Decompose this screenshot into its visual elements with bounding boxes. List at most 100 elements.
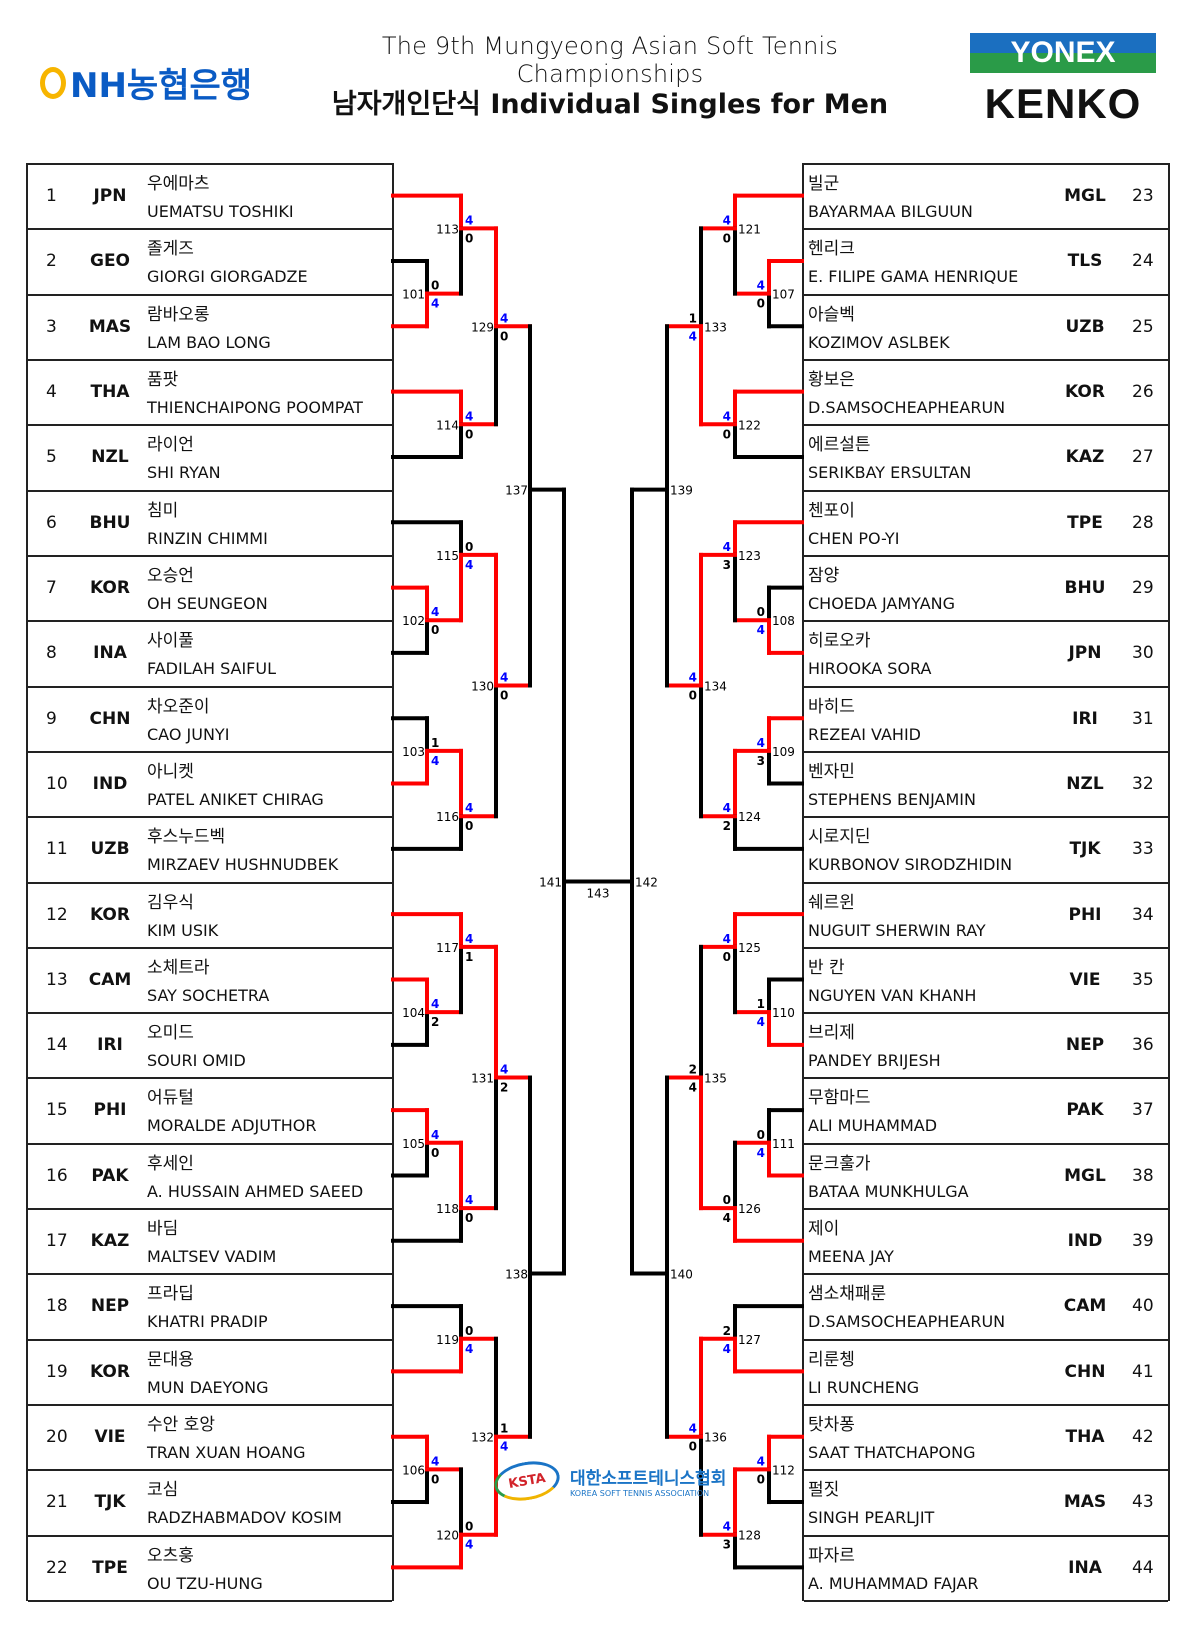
country-code: KOR bbox=[90, 577, 130, 598]
match-number: 104 bbox=[402, 1006, 425, 1020]
match-number: 134 bbox=[704, 680, 727, 694]
match-score: 4 bbox=[500, 671, 508, 685]
player-name-kr: 히로오카 bbox=[808, 631, 871, 652]
match-score: 0 bbox=[500, 689, 508, 703]
country-code: IRI bbox=[97, 1035, 123, 1056]
match-number: 141 bbox=[539, 876, 562, 890]
player-name-en: D.SAMSOCHEAPHEARUN bbox=[808, 397, 1006, 417]
match-number: 124 bbox=[738, 810, 761, 824]
match-score: 4 bbox=[757, 623, 765, 637]
country-code: MGL bbox=[1064, 186, 1106, 206]
seed-number: 35 bbox=[1132, 969, 1154, 990]
match-score: 0 bbox=[723, 231, 731, 245]
player-name-kr: 오미드 bbox=[147, 1023, 194, 1044]
country-code: JPN bbox=[93, 186, 127, 206]
seed-number: 8 bbox=[46, 643, 57, 664]
match-score: 4 bbox=[431, 1128, 439, 1142]
match-score: 4 bbox=[465, 1193, 473, 1207]
player-name-en: NGUYEN VAN KHANH bbox=[808, 985, 977, 1005]
match-number: 138 bbox=[505, 1267, 528, 1281]
match-number: 127 bbox=[738, 1333, 761, 1347]
player-name-en: OH SEUNGEON bbox=[147, 593, 268, 613]
seed-number: 22 bbox=[46, 1557, 68, 1578]
country-code: VIE bbox=[94, 1427, 126, 1448]
player-name-en: A. MUHAMMAD FAJAR bbox=[808, 1573, 979, 1593]
seed-number: 37 bbox=[1132, 1100, 1154, 1121]
match-score: 2 bbox=[689, 1062, 697, 1076]
match-number: 128 bbox=[738, 1529, 761, 1543]
country-code: NEP bbox=[90, 1296, 130, 1317]
player-name-kr: 우에마츠 bbox=[147, 174, 210, 194]
seed-number: 31 bbox=[1132, 708, 1154, 729]
nh-logo-text: NH농협은행 bbox=[70, 66, 253, 106]
seed-number: 40 bbox=[1132, 1296, 1154, 1317]
seed-number: 3 bbox=[46, 316, 57, 337]
seed-number: 18 bbox=[46, 1296, 68, 1317]
match-score: 2 bbox=[500, 1080, 508, 1094]
player-name-kr: 사이풀 bbox=[147, 631, 194, 652]
event-title: 남자개인단식 Individual Singles for Men bbox=[300, 82, 920, 121]
match-score: 0 bbox=[431, 623, 439, 637]
player-name-en: KOZIMOV ASLBEK bbox=[808, 332, 950, 352]
country-code: MGL bbox=[1064, 1165, 1106, 1186]
seed-number: 5 bbox=[46, 447, 57, 468]
seed-number: 7 bbox=[46, 577, 57, 598]
seed-number: 12 bbox=[46, 904, 68, 925]
country-code: TPE bbox=[92, 1557, 128, 1578]
country-code: THA bbox=[1065, 1427, 1105, 1448]
seed-number: 19 bbox=[46, 1361, 68, 1382]
player-name-en: OU TZU-HUNG bbox=[147, 1573, 263, 1593]
match-number: 106 bbox=[402, 1463, 425, 1477]
player-name-en: KIM USIK bbox=[147, 920, 219, 940]
match-score: 2 bbox=[723, 1324, 731, 1338]
match-score: 3 bbox=[723, 1538, 731, 1552]
match-score: 0 bbox=[431, 279, 439, 293]
seed-number: 39 bbox=[1132, 1231, 1154, 1252]
player-name-en: TRAN XUAN HOANG bbox=[147, 1443, 306, 1463]
ksta-name-kr: 대한소프트테니스협회 bbox=[570, 1469, 727, 1489]
country-code: VIE bbox=[1069, 969, 1101, 990]
match-number: 137 bbox=[505, 484, 528, 498]
player-name-en: NUGUIT SHERWIN RAY bbox=[808, 920, 986, 940]
player-name-kr: 졸게즈 bbox=[147, 239, 194, 260]
player-name-en: HIROOKA SORA bbox=[808, 659, 932, 679]
match-number: 112 bbox=[772, 1463, 795, 1477]
match-number: 108 bbox=[772, 614, 795, 628]
match-number: 111 bbox=[772, 1137, 795, 1151]
country-code: NEP bbox=[1065, 1035, 1105, 1056]
match-score: 4 bbox=[723, 1342, 731, 1356]
match-score: 4 bbox=[723, 540, 731, 554]
match-number: 113 bbox=[436, 222, 459, 236]
player-name-en: SERIKBAY ERSULTAN bbox=[808, 463, 972, 483]
match-number: 117 bbox=[436, 941, 459, 955]
match-score: 0 bbox=[757, 1128, 765, 1142]
country-code: INA bbox=[93, 643, 127, 664]
player-name-en: SINGH PEARLJIT bbox=[808, 1508, 935, 1528]
match-score: 4 bbox=[431, 754, 439, 768]
match-number: 101 bbox=[402, 288, 425, 302]
match-number: 139 bbox=[670, 484, 693, 498]
match-number: 109 bbox=[772, 745, 795, 759]
player-name-kr: 황보은 bbox=[808, 369, 855, 390]
player-name-kr: 오츠훙 bbox=[147, 1545, 194, 1566]
match-score: 0 bbox=[465, 1520, 473, 1534]
player-name-en: GIORGI GIORGADZE bbox=[147, 267, 308, 287]
seed-number: 10 bbox=[46, 773, 68, 794]
match-score: 0 bbox=[757, 1472, 765, 1486]
player-name-kr: 시로지딘 bbox=[808, 827, 871, 848]
match-number: 126 bbox=[738, 1202, 761, 1216]
match-number: 142 bbox=[635, 876, 658, 890]
seed-number: 17 bbox=[46, 1231, 68, 1252]
seed-number: 4 bbox=[46, 381, 57, 402]
